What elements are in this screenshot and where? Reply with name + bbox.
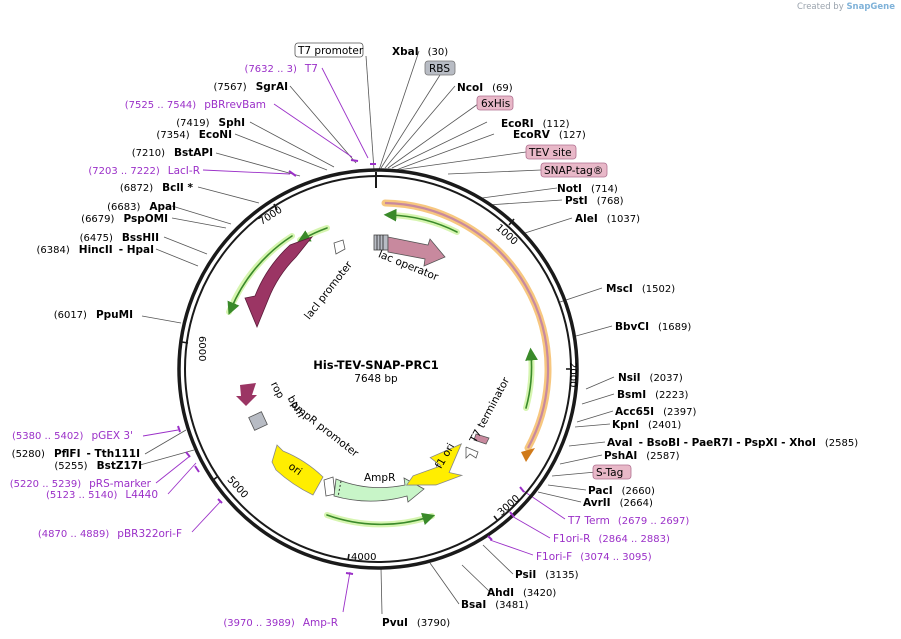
primer-laci-r: (7203 .. 7222)LacI-R xyxy=(88,165,200,177)
site-pvui: PvuI(3790) xyxy=(382,617,450,629)
snap-tag-arrowhead xyxy=(521,448,535,462)
tick-4000: 4000 xyxy=(351,552,376,563)
tick-2000: 2000 xyxy=(567,362,578,387)
primer-f1ori-r: F1ori-R(2864 .. 2883) xyxy=(553,533,670,545)
site-bsmi: BsmI(2223) xyxy=(617,389,688,401)
ampr-promoter-label: AmpR promoter xyxy=(287,399,361,460)
primer-leaders xyxy=(142,67,566,613)
site-ecori: EcoRI(112) xyxy=(501,118,570,130)
his-tag-label: 6xHis xyxy=(481,98,510,110)
primer-marks xyxy=(177,159,525,575)
site-ppumi: (6017)PpuMI xyxy=(54,309,133,321)
site-ncoi: NcoI(69) xyxy=(457,82,513,94)
rop-arrow xyxy=(236,383,257,406)
snapgene-logo: SnapGene xyxy=(846,2,895,12)
site-alei: AleI(1037) xyxy=(575,213,640,225)
snap-tag-arc xyxy=(384,201,550,449)
site-kpni: KpnI(2401) xyxy=(612,419,681,431)
site-bstz17i: (5255)BstZ17I xyxy=(54,460,142,472)
site-paci: PacI(2660) xyxy=(588,485,655,497)
primer-t7: (7632 .. 3)T7 xyxy=(245,63,318,75)
t7-promoter-label: T7 promoter xyxy=(297,45,364,57)
primer-prs-marker: (5220 .. 5239)pRS-marker xyxy=(10,478,152,490)
site-noti: NotI(714) xyxy=(557,183,618,195)
primer-pbrrevbam: (7525 .. 7544)pBRrevBam xyxy=(125,99,266,111)
snap-feature-arrow xyxy=(387,236,446,267)
site-ahdi: AhdI(3420) xyxy=(487,587,556,599)
rbs-label: RBS xyxy=(429,63,450,75)
site-econi: (7354)EcoNI xyxy=(156,129,232,141)
primers: (7632 .. 3)T7 (7525 .. 7544)pBRrevBam (7… xyxy=(10,63,690,629)
primer-t7term: T7 Term(2679 .. 2697) xyxy=(567,515,689,527)
site-sgrai: (7567)SgrAI xyxy=(213,81,288,93)
plasmid-name: His-TEV-SNAP-PRC1 xyxy=(313,358,439,372)
primer-pbr322ori-f: (4870 .. 4889)pBR322ori-F xyxy=(38,528,182,540)
leader-lines xyxy=(139,50,615,615)
site-nsii: NsiI(2037) xyxy=(618,372,683,384)
sites-left: (5255)BstZ17I (5280)PflFI- Tth111I (6017… xyxy=(12,81,288,472)
primer-f1ori-f: F1ori-F(3074 .. 3095) xyxy=(536,551,652,563)
orf-arrows xyxy=(226,208,538,528)
site-pflfi: (5280)PflFI- Tth111I xyxy=(12,448,140,460)
s-tag-label: S-Tag xyxy=(596,467,623,479)
site-psii: PsiI(3135) xyxy=(515,569,579,581)
site-acc65i: Acc65I(2397) xyxy=(615,406,696,418)
primer-ampr: (3970 .. 3989)Amp-R xyxy=(223,617,338,629)
ori-arrow xyxy=(271,444,324,496)
site-bcli: (6872)BclI * xyxy=(120,182,194,194)
site-bstapi: (7210)BstAPI xyxy=(132,147,213,159)
site-psti: PstI(768) xyxy=(565,195,624,207)
bom-block xyxy=(248,411,268,431)
snap-tag-label: SNAP-tag® xyxy=(544,165,603,177)
site-bbvci: BbvCI(1689) xyxy=(615,321,691,333)
tick-5000: 5000 xyxy=(225,474,250,500)
credit-text: Created by xyxy=(796,2,844,12)
site-msci: MscI(1502) xyxy=(606,283,675,295)
laci-promoter-arrow xyxy=(333,239,346,255)
ampr-arrow xyxy=(333,477,425,503)
site-bsshii: (6475)BssHII xyxy=(80,232,159,244)
tick-6000: 6000 xyxy=(196,336,207,361)
site-avai: AvaI- BsoBI - PaeR7I - PspXI - XhoI(2585… xyxy=(607,437,858,449)
snap-tag-glow xyxy=(381,199,552,452)
site-pshai: PshAI(2587) xyxy=(604,450,680,462)
plasmid-size: 7648 bp xyxy=(354,373,398,385)
lac-operator-block xyxy=(373,234,389,251)
f1-ori-arrow xyxy=(405,443,464,486)
tick-3000: 3000 xyxy=(496,493,522,518)
sites-right: XbaI(30) NcoI(69) EcoRI(112) EcoRV(127) … xyxy=(382,46,858,629)
laci-promoter-label: lacI promoter xyxy=(302,259,355,322)
t7-terminator-block xyxy=(473,433,490,445)
site-apai: (6683)ApaI xyxy=(107,201,176,213)
site-ecorv: EcoRV(127) xyxy=(513,129,586,141)
tick-marks xyxy=(181,203,571,561)
ampr-promoter-arrow xyxy=(323,476,336,497)
boxed-labels: T7 promoter RBS 6xHis TEV site SNAP-tag®… xyxy=(294,42,632,480)
laci-arrow xyxy=(244,236,314,329)
site-bsai: BsaI(3481) xyxy=(461,599,529,611)
backbone-outer xyxy=(177,168,579,570)
rop-label: rop xyxy=(268,380,287,401)
site-pspomi: (6679)PspOMI xyxy=(81,213,168,225)
t7-terminator-label: T7 terminator xyxy=(467,375,512,446)
t7-terminator-arrow xyxy=(465,446,479,459)
primer-l4440: (5123 .. 5140)L4440 xyxy=(46,489,158,501)
primer-pgex3: (5380 .. 5402)pGEX 3' xyxy=(12,430,133,442)
site-sphi: (7419)SphI xyxy=(176,117,245,129)
site-hincii: (6384)HincII- HpaI xyxy=(37,244,154,256)
site-avrii: AvrII(2664) xyxy=(583,497,653,509)
ampr-dashed-marker xyxy=(337,480,342,498)
ampr-label: AmpR xyxy=(364,472,395,484)
snapgene-credit: Created by SnapGene xyxy=(797,2,895,12)
site-xbai: XbaI(30) xyxy=(392,46,448,58)
tev-site-label: TEV site xyxy=(528,147,572,159)
